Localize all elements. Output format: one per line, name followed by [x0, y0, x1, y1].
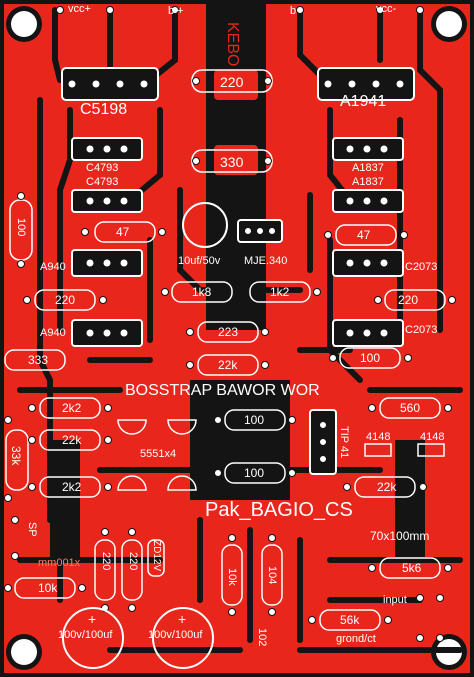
- label-a940-a: A940: [40, 261, 66, 273]
- label-grond: grond/ct: [336, 633, 376, 645]
- label-r22k-mid: 22k: [218, 358, 238, 372]
- label-r560: 560: [400, 401, 421, 415]
- label-r22k-right: 22k: [377, 480, 397, 494]
- label-size: 70x100mm: [370, 529, 430, 543]
- label-r220-low-b: 220: [127, 552, 139, 571]
- label-r100-left: 100: [15, 218, 27, 237]
- label-r333: 333: [28, 353, 49, 367]
- label-cap-a: 100v/100uf: [58, 629, 113, 641]
- label-vcc-plus: vcc+: [68, 3, 91, 15]
- label-r10k-a: 10k: [38, 581, 58, 595]
- label-b-plus: b +: [168, 5, 184, 17]
- label-r330-top: 330: [220, 154, 244, 170]
- label-r100-right: 100: [360, 351, 381, 365]
- label-vcc-minus: vcc-: [376, 3, 397, 15]
- label-r1k2: 1k2: [270, 285, 290, 299]
- label-c2073-b: C2073: [405, 324, 438, 336]
- label-plus-a: +: [88, 611, 97, 627]
- label-r10k-b: 10k: [226, 568, 238, 586]
- label-r220-right: 220: [398, 293, 419, 307]
- label-bosstrap: BOSSTRAP BAWOR WOR: [125, 382, 320, 399]
- label-r1k8: 1k8: [192, 285, 212, 299]
- label-r33k: 33k: [9, 446, 23, 466]
- label-cap-10uf: 10uf/50v: [178, 255, 221, 267]
- label-r220-top: 220: [220, 74, 244, 90]
- label-input: input: [383, 594, 407, 606]
- label-c102: 102: [256, 628, 268, 647]
- label-r47-right: 47: [357, 228, 371, 242]
- label-r22k-left: 22k: [62, 433, 82, 447]
- label-r2k2-a: 2k2: [62, 401, 82, 415]
- label-c4793-a: C4793: [86, 162, 119, 174]
- label-kebo: KEBO: [224, 22, 241, 67]
- label-tip41: TIP 41: [338, 426, 350, 459]
- label-r100-mid-b: 100: [244, 466, 265, 480]
- label-a940-b: A940: [40, 327, 66, 339]
- label-r2k2-b: 2k2: [62, 480, 82, 494]
- label-r223: 223: [218, 325, 239, 339]
- label-a1941: A1941: [340, 93, 387, 110]
- label-cap-b: 100v/100uf: [148, 629, 203, 641]
- label-zd12v: ZD12V: [151, 540, 162, 572]
- label-plus-b: +: [178, 611, 187, 627]
- label-r56k: 56k: [340, 613, 360, 627]
- label-b-minus: b -: [290, 5, 303, 17]
- label-r47-left: 47: [116, 225, 130, 239]
- label-pak-bagio: Pak_BAGIO_CS: [205, 499, 353, 521]
- label-c2073-a: C2073: [405, 261, 438, 273]
- label-sp: SP: [26, 522, 38, 537]
- label-r220-low-a: 220: [100, 552, 112, 571]
- label-d4148-b: 4148: [420, 431, 445, 443]
- label-c5198: C5198: [80, 101, 128, 118]
- label-a1837-b: A1837: [352, 176, 384, 188]
- label-mje340: MJE.340: [244, 255, 288, 267]
- label-r100-mid-a: 100: [244, 413, 265, 427]
- label-d4148-a: 4148: [366, 431, 391, 443]
- label-c4793-b: C4793: [86, 176, 119, 188]
- label-a1837-a: A1837: [352, 162, 384, 174]
- label-mm00: mm001x: [38, 557, 81, 569]
- label-r220-left: 220: [55, 293, 76, 307]
- mounting-holes: [6, 6, 467, 670]
- label-r5k6: 5k6: [402, 561, 422, 575]
- label-ic5551: 5551x4: [140, 448, 177, 460]
- label-c104: 104: [266, 566, 278, 585]
